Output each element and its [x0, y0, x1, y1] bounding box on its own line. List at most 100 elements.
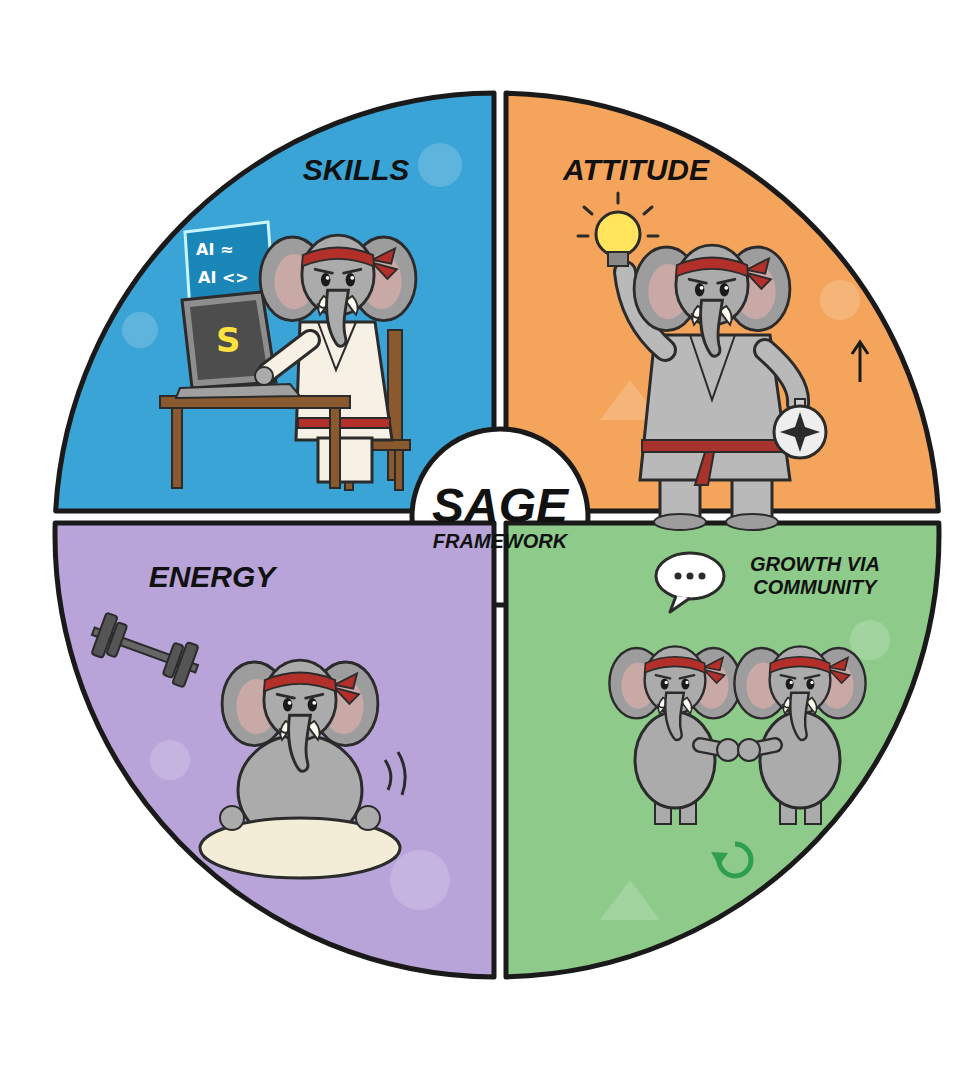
community-scene: [750, 745, 775, 750]
energy-scene: [172, 642, 198, 687]
skills-quadrant: SKILLS: [51, 89, 498, 515]
quadrant-heading: GROWTH VIA COMMUNITY: [730, 553, 900, 599]
community-scene: [717, 739, 739, 761]
community-scene: [700, 745, 726, 750]
quadrant-heading: ENERGY: [142, 560, 282, 595]
node-outline: [502, 519, 943, 981]
hologram-text: AI <>: [198, 268, 249, 287]
community-scene: [670, 596, 690, 612]
attitude-scene: [780, 412, 820, 452]
attitude-scene: [578, 193, 658, 236]
quadrant-shape: [506, 523, 939, 977]
community-scene: [780, 798, 796, 824]
attitude-scene: [726, 514, 778, 530]
skills-scene: [172, 408, 182, 488]
skills-scene: [298, 418, 390, 428]
energy-scene: [86, 611, 405, 878]
framework-title: SAGE: [432, 482, 568, 530]
growth-quadrant: GROWTH VIA COMMUNITY: [502, 519, 943, 981]
energy-scene: [356, 806, 380, 830]
quadrant-shape: [506, 93, 938, 511]
attitude-scene: [617, 193, 620, 203]
background-shapes: [850, 620, 890, 660]
community-scene: [805, 798, 821, 824]
attitude-scene: [640, 335, 790, 480]
community-scene: [760, 712, 840, 808]
energy-scene: [86, 611, 204, 690]
attitude-scene: [634, 245, 790, 356]
community-scene: [738, 739, 760, 761]
energy-scene: [238, 735, 362, 845]
skills-scene: [345, 450, 353, 490]
skills-scene: [268, 340, 310, 372]
quadrant-heading: SKILLS: [256, 153, 456, 188]
skills-scene: [255, 367, 273, 385]
energy-scene: [200, 818, 400, 878]
community-scene: [609, 553, 865, 876]
community-scene: [656, 553, 724, 599]
energy-scene: [385, 760, 391, 790]
skills-scene: [296, 322, 392, 440]
attitude-scene: [859, 345, 862, 382]
attitude-scene: [795, 399, 805, 407]
label-holder: S: [216, 320, 241, 360]
attitude-scene: [578, 193, 868, 530]
attitude-quadrant: ATTITUDE: [502, 89, 943, 515]
label-holder: AI <>: [198, 268, 249, 287]
community-scene: [719, 844, 751, 876]
community-scene: [750, 745, 775, 750]
energy-scene: [106, 622, 127, 657]
attitude-scene: [654, 514, 706, 530]
skills-scene: [395, 450, 403, 490]
skills-scene: [330, 408, 340, 488]
energy-quadrant: ENERGY: [51, 519, 498, 981]
attitude-scene: [774, 406, 826, 458]
attitude-scene: [765, 350, 798, 404]
skills-scene: [388, 330, 402, 480]
attitude-scene: [732, 478, 772, 520]
background-shapes: [122, 312, 158, 348]
background-shapes: [390, 850, 450, 910]
skills-scene: [185, 222, 274, 310]
skills-scene: [268, 340, 310, 372]
background-shapes: [418, 143, 462, 187]
attitude-scene: [625, 272, 665, 350]
energy-scene: [92, 627, 198, 672]
skills-scene: [160, 222, 416, 490]
attitude-scene: [608, 252, 628, 266]
skills-scene: [340, 440, 410, 450]
quadrant-shape: [56, 93, 494, 511]
community-scene: [699, 573, 706, 580]
quadrant-heading: ATTITUDE: [536, 153, 736, 188]
attitude-scene: [765, 350, 798, 404]
laptop-logo: S: [216, 320, 241, 360]
skills-scene: [318, 438, 372, 482]
label-holder: AI ≈: [196, 240, 233, 259]
skills-scene: [190, 300, 268, 380]
community-scene: [675, 573, 682, 580]
energy-scene: [91, 613, 117, 658]
community-scene: [711, 852, 728, 866]
node-outline: [51, 89, 498, 515]
community-scene: [655, 798, 671, 824]
energy-scene: [220, 806, 244, 830]
attitude-scene: [584, 207, 592, 214]
background-shapes: [122, 143, 890, 920]
community-scene: [609, 646, 740, 740]
attitude-scene: [642, 440, 788, 452]
skills-scene: [182, 292, 276, 388]
skills-scene: [176, 384, 300, 398]
background-shapes: [600, 380, 660, 420]
community-scene: [734, 646, 865, 740]
attitude-scene: [648, 235, 658, 238]
energy-scene: [163, 643, 184, 678]
community-scene: [635, 712, 715, 808]
attitude-scene: [596, 212, 640, 256]
attitude-scene: [578, 235, 588, 238]
background-shapes: [150, 740, 190, 780]
attitude-scene: [660, 478, 700, 520]
attitude-scene: [625, 272, 665, 350]
community-scene: [680, 798, 696, 824]
